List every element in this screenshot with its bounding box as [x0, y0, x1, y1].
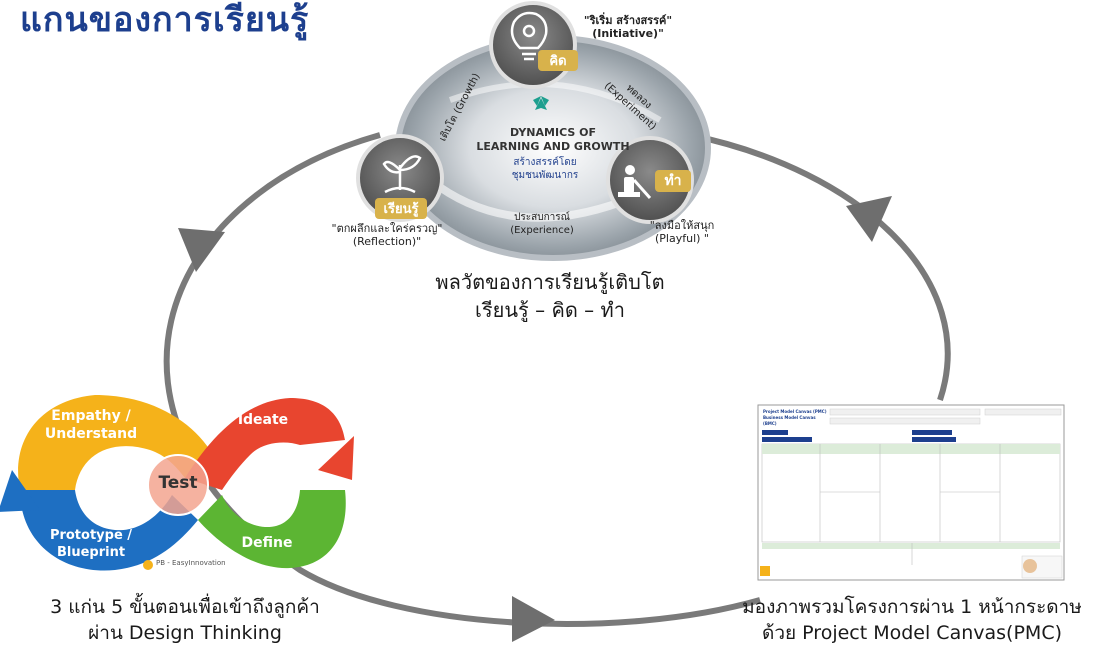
dynamics-sub-2: ชุมชนพัฒนากร	[511, 170, 579, 181]
playful-sub: (Playful) "	[655, 232, 709, 245]
empathy-sub: Understand	[44, 426, 138, 442]
ideate-label: Ideate	[237, 412, 289, 428]
experience-label: ประสบการณ์	[514, 212, 570, 223]
ideate-segment	[185, 398, 345, 490]
design-thinking-loop	[0, 395, 354, 571]
canvas-title-2: Business Model Canvas (BMC)	[763, 415, 816, 426]
prototype-sub: Blueprint	[56, 545, 126, 560]
empathy-segment	[18, 395, 210, 490]
playful-label: "ลงมือให้สนุก	[649, 219, 715, 232]
credit-icon	[143, 560, 153, 570]
page-title: แกนของการเรียนรู้	[20, 0, 310, 40]
reflection-label: "ตกผลึกและใคร่ครวญ"	[331, 222, 443, 235]
node-do	[606, 136, 694, 224]
center-caption-2: เรียนรู้ – คิด – ทำ	[475, 298, 625, 322]
dynamics-title-1: DYNAMICS OF	[510, 126, 596, 139]
sprout-icon	[382, 155, 422, 194]
test-label: Test	[158, 473, 198, 493]
node-think	[489, 1, 577, 89]
arrow-right-icon	[846, 196, 892, 242]
center-caption-1: พลวัตของการเรียนรู้เติบโต	[435, 270, 665, 294]
cycle-path-right	[689, 132, 951, 401]
prototype-segment	[20, 490, 198, 571]
define-label: Define	[241, 535, 293, 551]
empathy-label: Empathy /	[51, 408, 131, 424]
left-caption-2: ผ่าน Design Thinking	[88, 622, 282, 644]
avatar	[1023, 559, 1037, 573]
right-caption-2: ด้วย Project Model Canvas(PMC)	[762, 622, 1062, 644]
node-learn-label: เรียนรู้	[375, 198, 427, 219]
right-caption-1: มองภาพรวมโครงการผ่าน 1 หน้ากระดาษ	[742, 596, 1082, 618]
dynamics-sub-1: สร้างสรรค์โดย	[513, 157, 577, 168]
left-caption-1: 3 แก่น 5 ขั้นตอนเพื่อเข้าถึงลูกค้า	[50, 596, 320, 618]
lightbulb-icon	[510, 11, 548, 61]
arrow-left-icon	[178, 228, 225, 272]
dynamics-title-2: LEARNING AND GROWTH	[476, 140, 630, 153]
prototype-label: Prototype /	[49, 528, 133, 543]
node-do-label: ทำ	[655, 170, 691, 192]
project-canvas	[757, 404, 1065, 581]
canvas-title-1: Project Model Canvas (PMC)	[763, 409, 827, 414]
node-think-label: คิด	[538, 50, 578, 71]
arrow-bottom-icon	[512, 596, 555, 642]
brand-leaf-icon	[533, 96, 549, 110]
worker-icon	[618, 165, 652, 199]
experience-sub: (Experience)	[510, 225, 574, 236]
test-center	[147, 454, 209, 516]
initiative-label: "ริเริ่ม สร้างสรรค์"	[583, 14, 673, 27]
define-segment	[198, 490, 346, 569]
reflection-sub: (Reflection)"	[352, 235, 422, 248]
initiative-sub: (Initiative)"	[592, 27, 664, 40]
credit-label: PB - EasyInnovation	[156, 559, 226, 567]
